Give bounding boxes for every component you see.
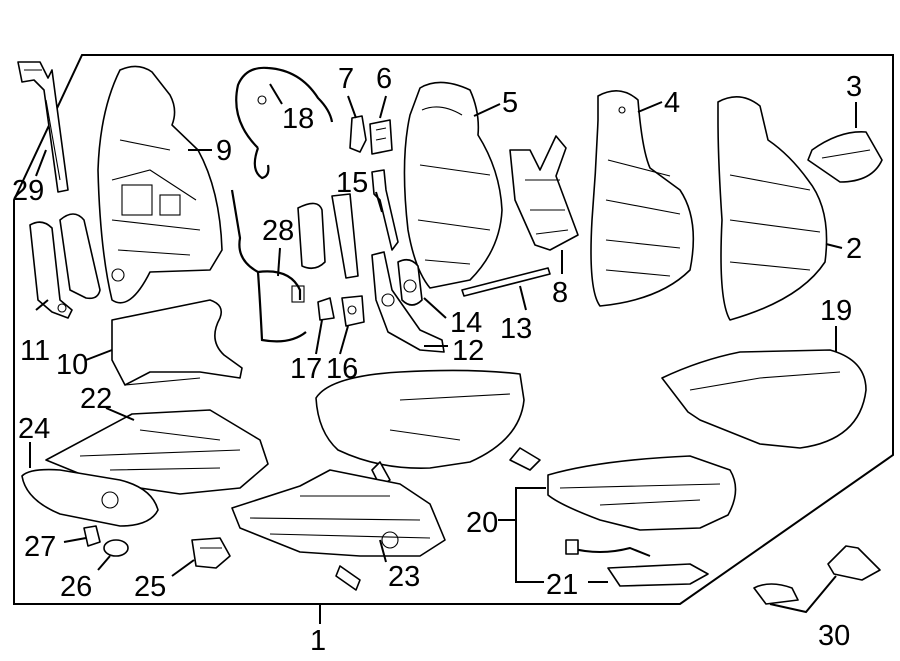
callout-13: 13 bbox=[500, 313, 532, 345]
part-24-side-cover bbox=[21, 468, 159, 527]
part-19-cushion-pad bbox=[661, 349, 867, 449]
callout-4: 4 bbox=[664, 87, 680, 119]
part-21-harness-tray bbox=[565, 539, 709, 587]
part-8-frame bbox=[509, 135, 579, 251]
part-22-seat-frame bbox=[45, 409, 269, 495]
callout-2: 2 bbox=[846, 233, 862, 265]
callout-10: 10 bbox=[56, 349, 88, 381]
part-28-strip bbox=[297, 193, 359, 279]
leader-lines bbox=[29, 83, 857, 624]
part-18-wiring-harness bbox=[235, 66, 334, 180]
part-23-seat-track bbox=[231, 469, 446, 591]
callout-27: 27 bbox=[24, 531, 56, 563]
callout-6: 6 bbox=[376, 63, 392, 95]
callout-11: 11 bbox=[20, 335, 50, 367]
callout-7: 7 bbox=[338, 63, 354, 95]
callout-23: 23 bbox=[388, 561, 420, 593]
part-10-back-panel bbox=[111, 299, 243, 386]
part-3-headrest-trim bbox=[807, 131, 883, 183]
part-2-seatback-cover bbox=[717, 96, 828, 321]
part-5-seatback-structure bbox=[403, 81, 503, 289]
part-30-cap-left bbox=[753, 583, 799, 605]
part-28-wiring-harness bbox=[230, 189, 307, 343]
callout-3: 3 bbox=[846, 71, 862, 103]
callout-19: 19 bbox=[820, 295, 852, 327]
callout-16: 16 bbox=[326, 353, 358, 385]
part-13-rod bbox=[461, 267, 551, 297]
callout-1: 1 bbox=[310, 625, 326, 657]
part-15-hinge-bracket bbox=[371, 169, 399, 251]
callout-21: 21 bbox=[546, 569, 578, 601]
part-11-side-trim bbox=[29, 213, 101, 319]
part-27-knob bbox=[83, 525, 101, 547]
callout-25: 25 bbox=[134, 571, 166, 603]
callout-18: 18 bbox=[282, 103, 314, 135]
callout-5: 5 bbox=[502, 87, 518, 119]
callout-15: 15 bbox=[336, 167, 368, 199]
callout-labels: 1 2 3 4 5 6 7 8 9 10 11 12 13 14 15 16 1… bbox=[12, 63, 862, 657]
callout-9: 9 bbox=[216, 135, 232, 167]
callout-26: 26 bbox=[60, 571, 92, 603]
part-25-switch bbox=[191, 537, 231, 569]
part-16-latch bbox=[341, 295, 365, 327]
part-20-cushion-frame bbox=[547, 455, 737, 531]
callout-17: 17 bbox=[290, 353, 322, 385]
part-14-recliner-motor bbox=[397, 258, 423, 306]
callout-20: 20 bbox=[466, 507, 498, 539]
callout-30: 30 bbox=[818, 620, 850, 652]
callout-28: 28 bbox=[262, 215, 294, 247]
part-4-seatback-cover bbox=[590, 90, 695, 307]
callout-29: 29 bbox=[12, 175, 44, 207]
assembly-frame bbox=[13, 54, 894, 605]
part-29-rod bbox=[17, 61, 69, 193]
part-9-seatback-frame bbox=[97, 65, 223, 304]
callout-24: 24 bbox=[18, 413, 50, 445]
part-30-cap-right bbox=[827, 545, 881, 581]
part-6-bracket bbox=[369, 119, 393, 155]
callout-12: 12 bbox=[452, 335, 484, 367]
callout-22: 22 bbox=[80, 383, 112, 415]
part-17-clip bbox=[317, 297, 335, 321]
part-26-knob bbox=[103, 539, 129, 557]
part-1-seat-cushion bbox=[315, 369, 541, 487]
part-7-clip bbox=[349, 115, 367, 153]
callout-8: 8 bbox=[552, 277, 568, 309]
callout-14: 14 bbox=[450, 307, 482, 339]
